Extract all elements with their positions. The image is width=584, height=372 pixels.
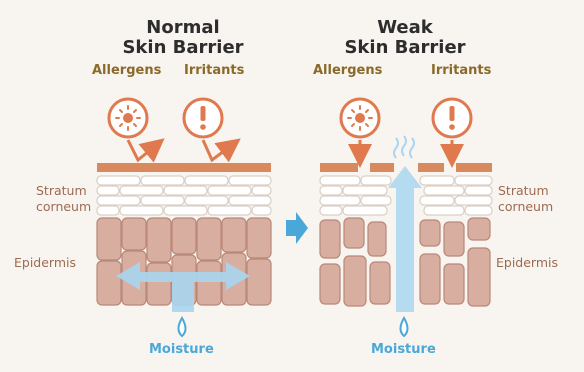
bounce-arrow-left-allergen bbox=[128, 140, 160, 160]
stratum-label-line1: Stratum bbox=[498, 183, 553, 199]
allergen-sun-icon-left bbox=[109, 99, 147, 137]
epidermis-label-left: Epidermis bbox=[14, 255, 76, 271]
stratum-label-line1: Stratum bbox=[36, 183, 91, 199]
stratum-corneum-label-right: Stratum corneum bbox=[498, 183, 553, 215]
stratum-label-line2: corneum bbox=[498, 199, 553, 215]
irritant-warning-icon-left bbox=[184, 99, 222, 137]
moisture-escape-arrow bbox=[388, 166, 422, 312]
irritant-warning-icon-right bbox=[433, 99, 471, 137]
allergen-sun-icon-right bbox=[341, 99, 379, 137]
stratum-corneum-left bbox=[97, 176, 271, 215]
moisture-label-left: Moisture bbox=[149, 342, 214, 357]
intact-barrier-bar bbox=[97, 163, 271, 172]
water-drop-icon-right bbox=[401, 318, 408, 336]
stratum-label-line2: corneum bbox=[36, 199, 91, 215]
bounce-arrow-left-irritant bbox=[203, 140, 236, 160]
moisture-label-right: Moisture bbox=[371, 342, 436, 357]
epidermis-label-right: Epidermis bbox=[496, 255, 558, 271]
transition-arrow bbox=[286, 212, 308, 244]
evaporation-steam-icon bbox=[394, 136, 414, 158]
stratum-corneum-label-left: Stratum corneum bbox=[36, 183, 91, 215]
water-drop-icon-left bbox=[179, 318, 186, 336]
